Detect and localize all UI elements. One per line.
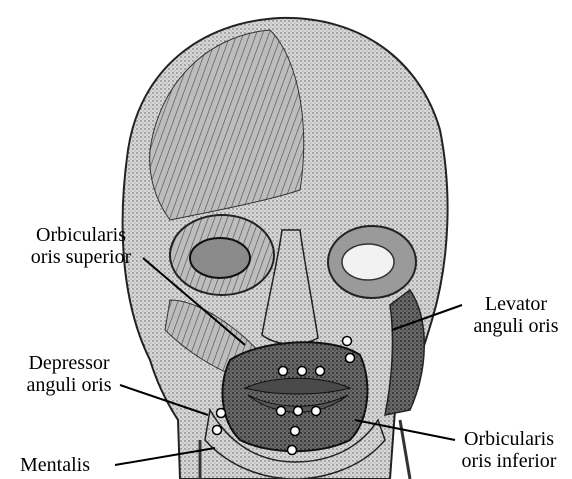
left-eye [190,238,250,278]
marker [288,446,297,455]
label-line: Mentalis [20,454,90,476]
marker [277,407,286,416]
marker [291,427,300,436]
marker [279,367,288,376]
label-levator-anguli-oris: Levator anguli oris [462,293,570,337]
label-line: oris inferior [450,450,568,472]
marker [316,367,325,376]
marker [312,407,321,416]
label-line: Orbicularis [12,224,150,246]
marker [217,409,226,418]
marker [213,426,222,435]
frontalis-muscle [150,30,304,220]
label-line: Depressor [10,352,128,374]
marker [346,354,355,363]
label-line: Levator [462,293,570,315]
label-line: oris superior [12,246,150,268]
right-eye [342,244,394,280]
label-line: anguli oris [462,315,570,337]
marker [294,407,303,416]
label-line: anguli oris [10,374,128,396]
marker [343,337,352,346]
marker [298,367,307,376]
label-orbicularis-oris-superior: Orbicularis oris superior [12,224,150,268]
label-line: Orbicularis [450,428,568,450]
label-mentalis: Mentalis [20,454,90,476]
label-orbicularis-oris-inferior: Orbicularis oris inferior [450,428,568,472]
label-depressor-anguli-oris: Depressor anguli oris [10,352,128,396]
